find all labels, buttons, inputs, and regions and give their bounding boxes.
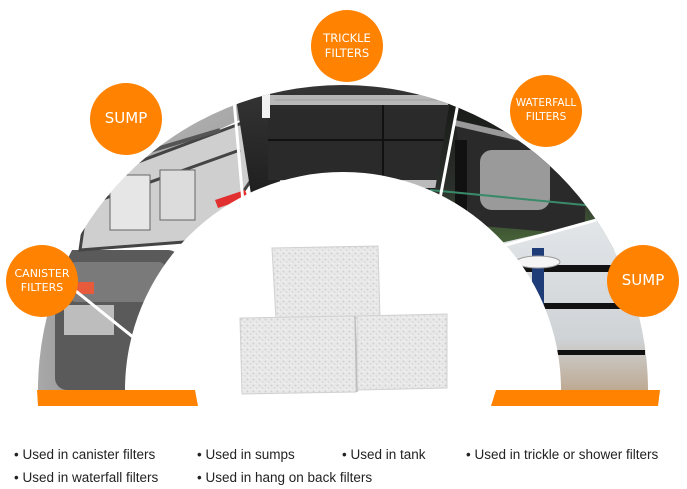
badge-sump-left: SUMP	[90, 83, 162, 155]
feature-item: • Used in canister filters	[14, 447, 156, 462]
badge-line: SUMP	[104, 109, 148, 128]
feature-item: • Used in tank	[342, 447, 426, 462]
feature-item: • Used in hang on back filters	[197, 470, 373, 485]
left-base-bar	[37, 390, 198, 406]
badge-line: TRICKLE	[323, 31, 371, 46]
badge-canister-filters: CANISTER FILTERS	[6, 245, 78, 317]
badge-line: FILTERS	[324, 46, 370, 60]
badge-line: FILTERS	[20, 281, 64, 294]
badge-line: SUMP	[621, 271, 665, 290]
badge-waterfall-filters: WATERFALL FILTERS	[510, 75, 582, 147]
applications-infographic: TRICKLE FILTERS SUMP WATERFALL FILTERS C…	[6, 10, 679, 406]
badge-sump-right: SUMP	[607, 245, 679, 317]
badge-line: CANISTER	[14, 266, 70, 280]
badge-line: FILTERS	[525, 111, 567, 123]
feature-item: • Used in trickle or shower filters	[466, 447, 659, 462]
feature-item: • Used in waterfall filters	[14, 470, 159, 485]
badge-trickle-filters: TRICKLE FILTERS	[311, 10, 383, 82]
badge-line: WATERFALL	[515, 97, 577, 110]
right-base-bar	[491, 390, 660, 406]
feature-item: • Used in sumps	[197, 447, 295, 462]
ceramic-filter-blocks	[239, 245, 448, 395]
